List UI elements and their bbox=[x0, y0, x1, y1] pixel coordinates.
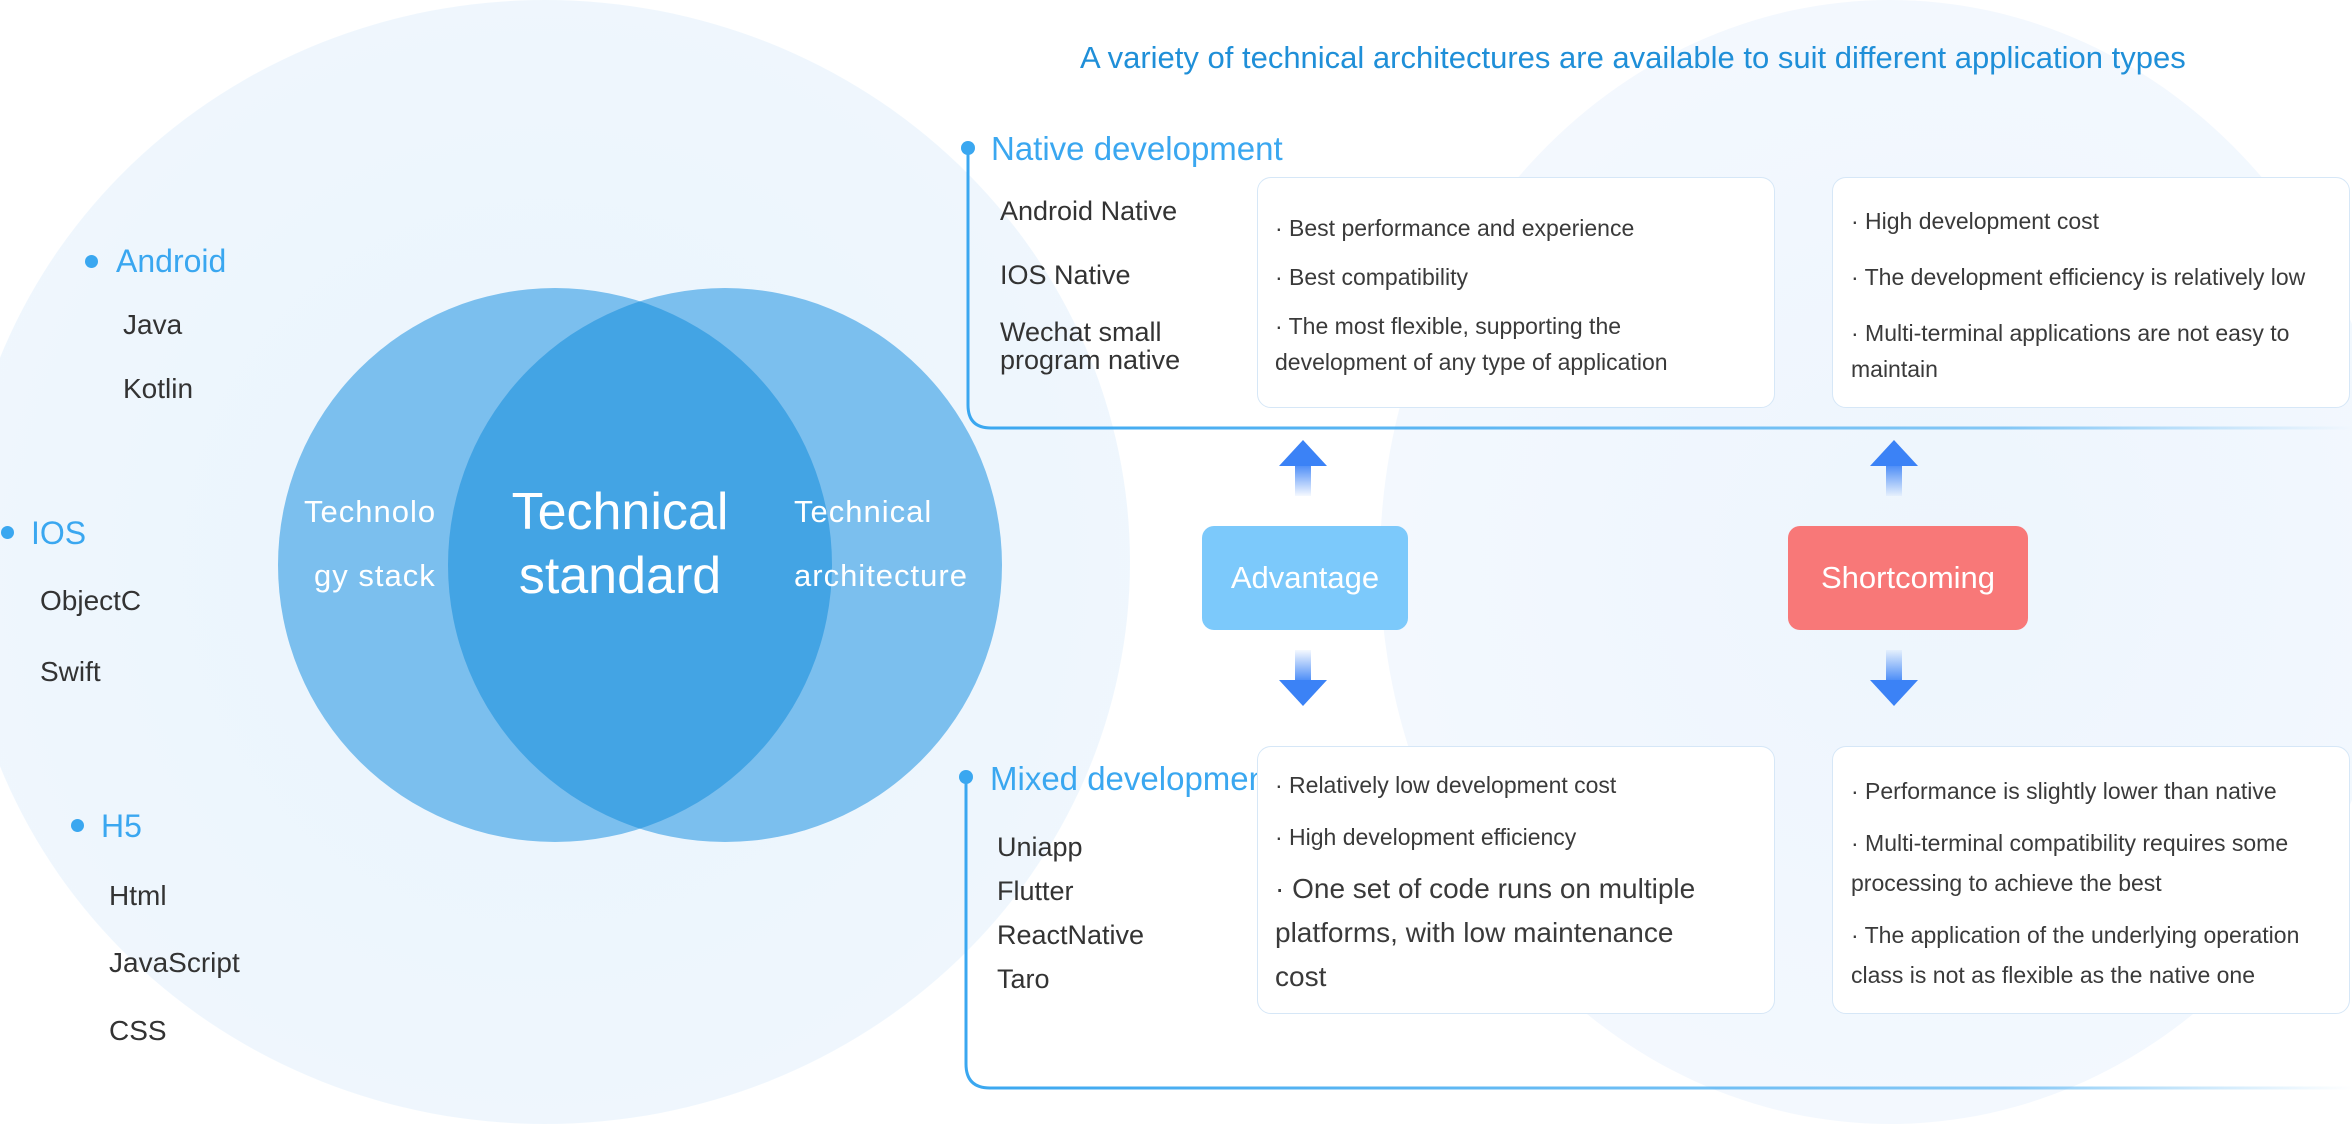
native-item-wechat-2: program native bbox=[1000, 345, 1181, 375]
tech-item-css: CSS bbox=[109, 1015, 167, 1046]
mixed-item-taro: Taro bbox=[997, 964, 1050, 994]
mixed-advantage-line: · Relatively low development cost bbox=[1275, 772, 1617, 798]
mixed-item-uniapp: Uniapp bbox=[997, 832, 1083, 862]
native-advantage-line: · The most flexible, supporting the bbox=[1275, 313, 1622, 339]
mixed-advantages-card: · Relatively low development cost · High… bbox=[1257, 746, 1775, 1014]
tech-item-kotlin: Kotlin bbox=[123, 373, 194, 404]
tech-item-javascript: JavaScript bbox=[109, 947, 240, 978]
native-shortcoming-line: · The development efficiency is relative… bbox=[1851, 264, 2306, 290]
mixed-section-title: Mixed development bbox=[990, 760, 1277, 797]
native-shortcoming-line: · Multi-terminal applications are not ea… bbox=[1851, 320, 2290, 346]
mixed-shortcoming-line: · The application of the underlying oper… bbox=[1851, 922, 2300, 948]
mixed-advantage-large-line: cost bbox=[1275, 961, 1327, 992]
venn-label-right-1: Technical bbox=[794, 494, 933, 529]
tech-item-objectc: ObjectC bbox=[40, 585, 142, 616]
native-item-ios: IOS Native bbox=[1000, 260, 1131, 290]
arrow-down-advantage-icon bbox=[1279, 650, 1327, 706]
venn-diagram bbox=[278, 288, 1002, 842]
shortcoming-badge: Shortcoming bbox=[1788, 526, 2028, 630]
venn-label-left-1: Technolo bbox=[304, 494, 437, 529]
mixed-advantage-large-line: platforms, with low maintenance bbox=[1275, 917, 1674, 948]
native-item-wechat-1: Wechat small bbox=[1000, 317, 1162, 347]
mixed-advantage-large-line: · One set of code runs on multiple bbox=[1275, 873, 1696, 904]
mixed-item-reactnative: ReactNative bbox=[997, 920, 1145, 950]
native-section-title: Native development bbox=[991, 130, 1283, 167]
venn-label-right-2: architecture bbox=[794, 558, 968, 593]
venn-center-line-1: Technical bbox=[511, 483, 729, 541]
venn-overlap bbox=[448, 288, 832, 842]
mixed-bullet-icon bbox=[959, 770, 973, 784]
native-advantage-line: · Best performance and experience bbox=[1275, 215, 1635, 241]
mixed-shortcoming-line: class is not as flexible as the native o… bbox=[1851, 962, 2256, 988]
arrow-up-shortcoming-icon bbox=[1870, 440, 1918, 496]
native-advantage-line: · Best compatibility bbox=[1275, 264, 1469, 290]
mixed-shortcoming-line: · Multi-terminal compatibility requires … bbox=[1851, 830, 2289, 856]
group-title-android: Android bbox=[116, 243, 227, 279]
native-shortcoming-line: · High development cost bbox=[1851, 208, 2100, 234]
tech-item-swift: Swift bbox=[40, 656, 101, 687]
native-shortcomings-card: · High development cost · The developmen… bbox=[1832, 177, 2350, 408]
mixed-item-flutter: Flutter bbox=[997, 876, 1074, 906]
group-title-ios: IOS bbox=[31, 515, 87, 551]
mixed-shortcomings-card: · Performance is slightly lower than nat… bbox=[1832, 746, 2350, 1014]
h5-bullet-icon bbox=[71, 819, 84, 832]
group-title-h5: H5 bbox=[101, 808, 142, 844]
venn-label-left-2: gy stack bbox=[314, 558, 436, 593]
headline: A variety of technical architectures are… bbox=[1080, 40, 2186, 75]
native-bracket-line bbox=[966, 150, 2352, 430]
native-item-android: Android Native bbox=[1000, 196, 1178, 226]
arrow-up-advantage-icon bbox=[1279, 440, 1327, 496]
mixed-shortcoming-line: processing to achieve the best bbox=[1851, 870, 2162, 896]
tech-item-java: Java bbox=[123, 309, 183, 340]
venn-center-line-2: standard bbox=[518, 547, 722, 605]
native-advantage-line: development of any type of application bbox=[1275, 349, 1668, 375]
native-advantages-card: · Best performance and experience · Best… bbox=[1257, 177, 1775, 408]
tech-item-html: Html bbox=[109, 880, 167, 911]
mixed-bracket-line bbox=[964, 779, 2352, 1090]
venn-center-label: Technical standard bbox=[470, 480, 770, 608]
android-bullet-icon bbox=[85, 255, 98, 268]
arrow-down-shortcoming-icon bbox=[1870, 650, 1918, 706]
mixed-shortcoming-line: · Performance is slightly lower than nat… bbox=[1851, 778, 2277, 804]
native-bullet-icon bbox=[961, 141, 975, 155]
mixed-advantage-line: · High development efficiency bbox=[1275, 824, 1577, 850]
ios-bullet-icon bbox=[1, 526, 14, 539]
advantage-badge: Advantage bbox=[1202, 526, 1408, 630]
native-shortcoming-line: maintain bbox=[1851, 356, 1938, 382]
